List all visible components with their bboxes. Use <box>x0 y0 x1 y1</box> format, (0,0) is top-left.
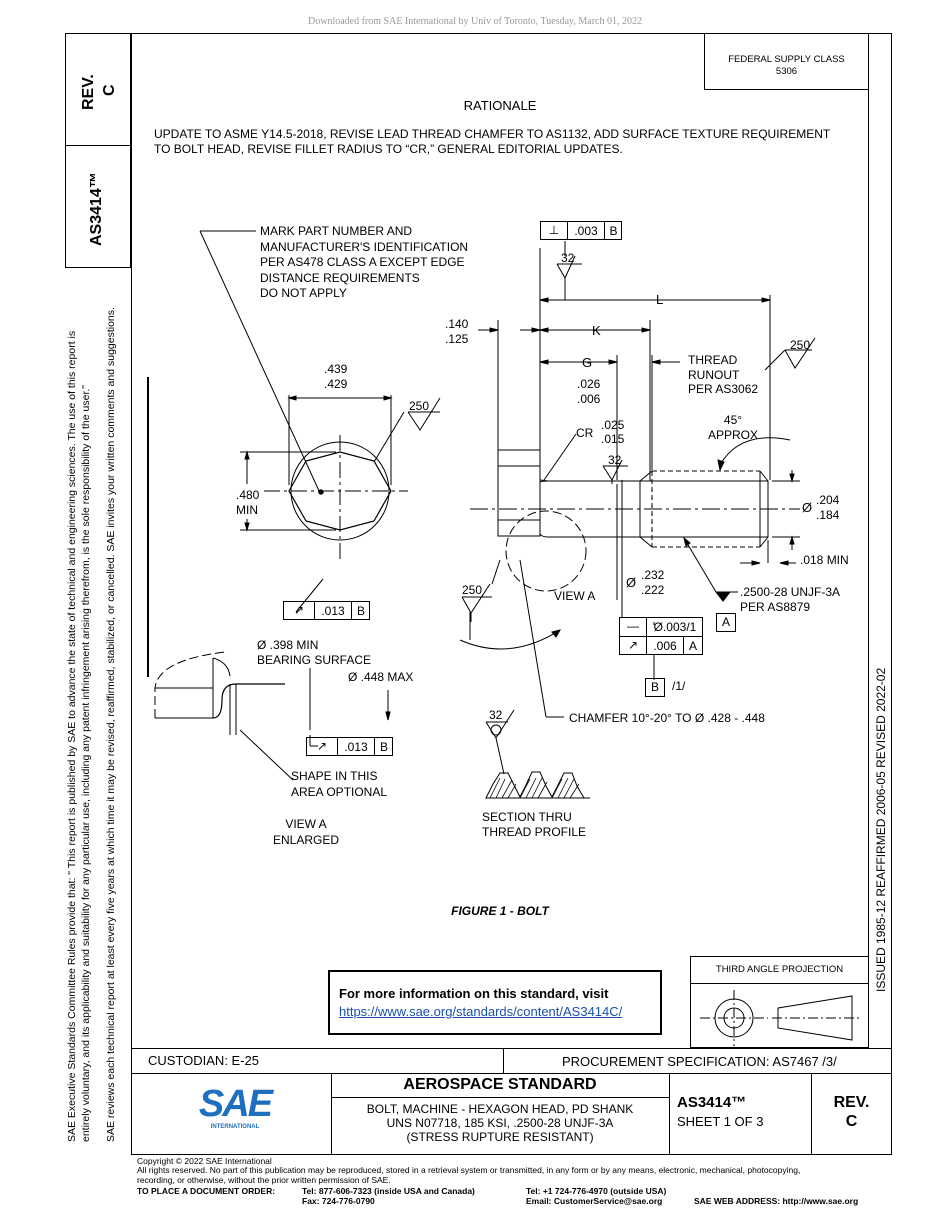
finish-32-thread: 32 <box>489 708 503 722</box>
dim-006: .006 <box>577 392 601 406</box>
datum-a-box: A <box>716 613 736 632</box>
margin-bar <box>147 377 149 677</box>
dim-140: .140 <box>445 317 469 331</box>
dim-222: .222 <box>641 583 665 597</box>
dim-232: .232 <box>641 568 665 582</box>
finish-250-end: 250 <box>790 338 811 352</box>
rights-line1: All rights reserved. No part of this pub… <box>137 1165 801 1175</box>
procurement-spec: PROCUREMENT SPECIFICATION: AS7467 /3/ <box>562 1054 837 1069</box>
tel-inside: Tel: 877-606-7323 (inside USA and Canada… <box>302 1186 475 1196</box>
dia-symbol-204: Ø <box>802 500 813 515</box>
finish-250-hex: 250 <box>409 399 430 413</box>
dim-025: .025 <box>601 418 625 432</box>
fsc-box <box>704 33 869 90</box>
title-rev-label: REV. <box>833 1094 870 1111</box>
info-box: For more information on this standard, v… <box>328 970 662 1035</box>
desc-line1: BOLT, MACHINE - HEXAGON HEAD, PD SHANK <box>366 1102 634 1116</box>
desc-line2: UNS N07718, 185 KSI, .2500-28 UNJF-3A <box>386 1116 614 1130</box>
finish-32-shank: 32 <box>608 453 622 467</box>
dim-480: .480 <box>236 488 260 502</box>
datum-b-box: B <box>645 678 665 697</box>
fsc-line1: FEDERAL SUPPLY CLASS <box>728 54 845 65</box>
rationale-title: RATIONALE <box>463 98 537 113</box>
dia-symbol-232: Ø <box>626 575 637 590</box>
info-line: For more information on this standard, v… <box>339 986 609 1001</box>
projection-box <box>690 956 869 1048</box>
email: Email: CustomerService@sae.org <box>526 1196 663 1206</box>
thread-spec: .2500-28 UNJF-3A PER AS8879 <box>740 585 841 614</box>
perpendicularity-fcf: ⊥ .003 B <box>540 221 622 240</box>
thread-runout-note: THREAD RUNOUT PER AS3062 <box>688 353 759 396</box>
left-id-block <box>65 33 131 268</box>
runout-fcf-head: ↗ .013 B <box>283 601 370 620</box>
fax: Fax: 724-776-0790 <box>302 1196 375 1206</box>
finish-32-top: 32 <box>561 251 575 265</box>
chamfer-note: CHAMFER 10°-20° TO Ø .428 - .448 <box>569 711 765 725</box>
dim-429: .429 <box>324 377 348 391</box>
dim-G: G <box>582 355 593 370</box>
dim-184: .184 <box>816 508 840 522</box>
title-rev-value: C <box>845 1113 858 1130</box>
dim-125: .125 <box>445 332 469 346</box>
dim-448-max: Ø .448 MAX <box>348 670 414 684</box>
rights-line2: recording, or otherwise, without the pri… <box>137 1175 391 1185</box>
cr-label: CR <box>576 426 594 440</box>
tel-outside: Tel: +1 724-776-4970 (outside USA) <box>526 1186 667 1196</box>
order-label: TO PLACE A DOCUMENT ORDER: <box>137 1186 276 1196</box>
dim-480-min: MIN <box>236 503 258 517</box>
drawing-frame <box>131 33 892 1155</box>
copyright: Copyright © 2022 SAE International <box>137 1156 272 1166</box>
desc-line3: (STRESS RUPTURE RESISTANT) <box>406 1130 594 1144</box>
aerospace-standard-title: AEROSPACE STANDARD <box>403 1076 597 1093</box>
view-a-label: VIEW A <box>554 589 596 603</box>
bearing-surface-note: Ø .398 MIN BEARING SURFACE <box>257 638 372 667</box>
shape-optional-note: SHAPE IN THIS AREA OPTIONAL <box>291 769 388 799</box>
download-note: Downloaded from SAE International by Uni… <box>308 16 642 27</box>
web-address: SAE WEB ADDRESS: http://www.sae.org <box>694 1196 859 1206</box>
view-a-enlarged-label: VIEW A ENLARGED <box>272 817 340 847</box>
rationale-text-line1: UPDATE TO ASME Y14.5-2018, REVISE LEAD T… <box>154 127 831 141</box>
sae-logo-sub: INTERNATIONAL <box>210 1124 260 1130</box>
finish-250-face: 250 <box>462 583 483 597</box>
title-doc-number: AS3414™ <box>677 1094 747 1111</box>
note-1-flag: /1/ <box>672 679 686 693</box>
dim-K: K <box>592 323 601 338</box>
dim-L: L <box>656 292 664 307</box>
sheet-number: SHEET 1 OF 3 <box>677 1114 764 1129</box>
figure-caption: FIGURE 1 - BOLT <box>451 904 549 918</box>
dim-015: .015 <box>601 432 625 446</box>
fsc-line2: 5306 <box>775 66 798 77</box>
sae-logo: SAE <box>198 1083 273 1125</box>
mark-note: MARK PART NUMBER AND MANUFACTURER'S IDEN… <box>260 224 469 300</box>
straightness-runout-fcf: — Ø.003/1 ↗ .006 A <box>619 617 703 655</box>
dim-018-min: .018 MIN <box>800 553 849 567</box>
section-thru-label: SECTION THRU THREAD PROFILE <box>482 810 587 839</box>
custodian: CUSTODIAN: E-25 <box>148 1053 260 1068</box>
dim-026: .026 <box>577 377 601 391</box>
standard-link[interactable]: https://www.sae.org/standards/content/AS… <box>339 1004 623 1019</box>
dim-204: .204 <box>816 493 840 507</box>
runout-fcf-bearing: ↗ .013 B <box>306 737 393 756</box>
dim-439: .439 <box>324 362 348 376</box>
projection-label: THIRD ANGLE PROJECTION <box>715 964 844 975</box>
approx-45-note: 45° APPROX <box>707 413 758 442</box>
rationale-text-line2: TO BOLT HEAD, REVISE FILLET RADIUS TO “C… <box>154 142 623 156</box>
